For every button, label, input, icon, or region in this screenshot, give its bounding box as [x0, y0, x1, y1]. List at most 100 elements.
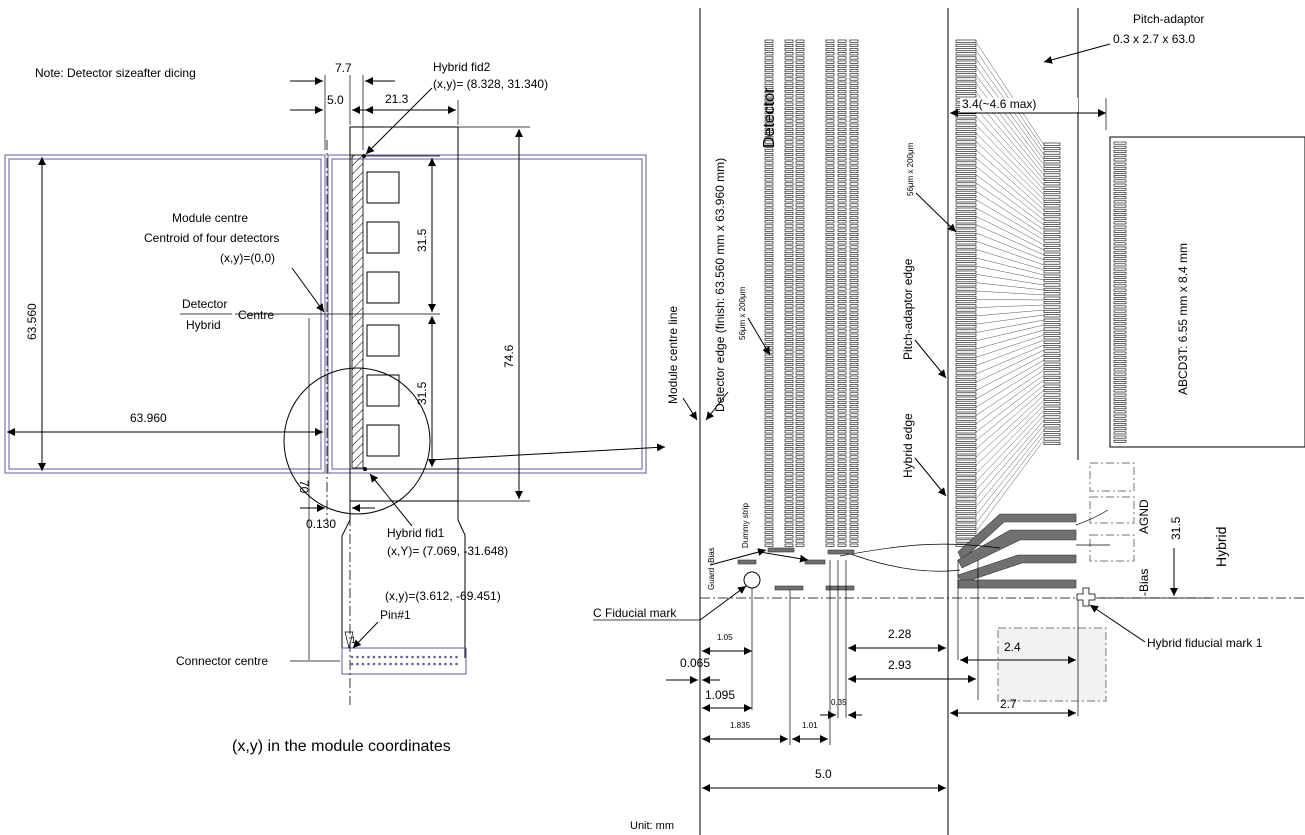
detector-strip — [795, 43, 805, 47]
connector-pin — [449, 655, 453, 659]
chip-bond-pad — [1113, 364, 1127, 368]
pitch-adaptor-pad — [955, 308, 977, 312]
agnd-pad — [1089, 496, 1135, 524]
pitch-adaptor-pad — [955, 253, 977, 257]
detector-strip — [784, 119, 794, 123]
fan-out-trace — [975, 158, 1045, 216]
detector-strip — [849, 480, 859, 484]
detector-strip — [795, 161, 805, 165]
pitch-adaptor-pad — [955, 325, 977, 329]
chip-bond-pad — [1113, 301, 1127, 305]
hybrid-bond-pad — [1043, 305, 1061, 309]
connector-pin — [416, 655, 420, 659]
pitch-adaptor-pad — [955, 476, 977, 480]
pitch-adaptor-pad — [955, 127, 977, 131]
pitch-adaptor-edge-label: Pitch-adaptor edge — [901, 258, 915, 360]
detector-strip — [837, 199, 847, 203]
detector-strip — [825, 447, 835, 451]
hybrid-bond-pad — [1043, 287, 1061, 291]
detector-strip — [837, 346, 847, 350]
dim-2-7: 2.7 — [1000, 697, 1017, 711]
pitch-adaptor-pad — [955, 52, 977, 56]
detector-strip — [837, 367, 847, 371]
detector-strip — [837, 283, 847, 287]
detector-strip — [784, 266, 794, 270]
chip-bond-pad — [1113, 280, 1127, 284]
chip-bond-pad — [1113, 339, 1127, 342]
fan-out-trace — [975, 290, 1045, 296]
detector-strip — [825, 379, 835, 383]
pitch-adaptor-pad — [955, 421, 977, 425]
detector-strip — [849, 98, 859, 102]
detector-strip — [795, 94, 805, 98]
pitch-adaptor-pad — [955, 535, 977, 539]
detector-strip — [795, 342, 805, 346]
detector-strip — [825, 421, 835, 425]
abcd-chip-label: ABCD3T: 6.55 mm x 8.4 mm — [1176, 243, 1190, 395]
connector-pin — [350, 655, 354, 659]
dim-1-05: 1.05 — [717, 633, 733, 642]
detector-strip — [764, 224, 774, 228]
detector-strip — [784, 132, 794, 136]
dim-0-130: 0.130 — [306, 517, 336, 531]
pitch-adaptor-pad — [955, 291, 977, 295]
detector-strip — [784, 283, 794, 287]
detector-strip — [784, 64, 794, 68]
detector-strip — [837, 203, 847, 207]
hybrid-bond-pad — [1043, 217, 1061, 221]
detector-strip — [784, 463, 794, 467]
fan-out-trace — [975, 339, 1045, 366]
detector-strip — [795, 526, 805, 530]
detector-strip — [849, 510, 859, 514]
detector-strip — [849, 484, 859, 488]
pitch-adaptor-pad — [955, 60, 977, 64]
detector-strip — [837, 388, 847, 392]
detector-strip — [764, 459, 774, 463]
detector-strip — [784, 253, 794, 257]
detector-strip — [825, 161, 835, 165]
pitch-adaptor-pad — [955, 199, 977, 203]
detector-strip — [837, 321, 847, 325]
pitch-adaptor-pad — [955, 81, 977, 85]
chip-bond-pad — [1113, 288, 1127, 292]
detector-strip — [795, 426, 805, 430]
hybrid-bond-pad — [1043, 265, 1061, 269]
detector-strip — [764, 325, 774, 329]
connector-pin — [433, 662, 436, 666]
detector-strip — [849, 81, 859, 85]
detector-strip — [849, 354, 859, 358]
connector-pin — [356, 662, 359, 666]
detector-strip — [849, 148, 859, 152]
detector-strip — [764, 73, 774, 77]
hybrid-bond-pad — [1043, 208, 1061, 212]
pitch-adaptor-pad — [955, 216, 977, 220]
pitch-adaptor-pad — [955, 119, 977, 123]
detector-strip — [849, 489, 859, 493]
detector-strip — [795, 434, 805, 438]
detector-strip — [764, 190, 774, 194]
pitch-adaptor-pad — [955, 85, 977, 89]
pitch-adaptor-pad — [955, 405, 977, 409]
hybrid-bond-pad — [1043, 177, 1061, 181]
detector-strip — [795, 543, 805, 547]
detector-strip — [825, 354, 835, 358]
detector-strip — [837, 224, 847, 228]
chip-bond-pad — [1113, 267, 1127, 271]
hybrid-bond-pad — [1043, 204, 1061, 208]
detector-strip — [837, 241, 847, 245]
detector-strip — [795, 476, 805, 480]
detector-strip — [837, 421, 847, 425]
detector-strip — [795, 484, 805, 488]
chip-bond-pad — [1113, 423, 1127, 426]
detector-strip — [849, 237, 859, 241]
detector-strip — [795, 400, 805, 404]
dim-7-7: 7.7 — [335, 61, 352, 75]
pitch-adaptor-pad — [955, 262, 977, 266]
chip-bond-pads — [1113, 141, 1127, 443]
detector-strip — [795, 39, 805, 43]
chip-bond-pad — [1113, 162, 1127, 166]
detector-strip — [825, 342, 835, 346]
detector-strip — [795, 274, 805, 278]
detector-strip — [784, 514, 794, 518]
pitch-adaptor-pad — [955, 94, 977, 98]
